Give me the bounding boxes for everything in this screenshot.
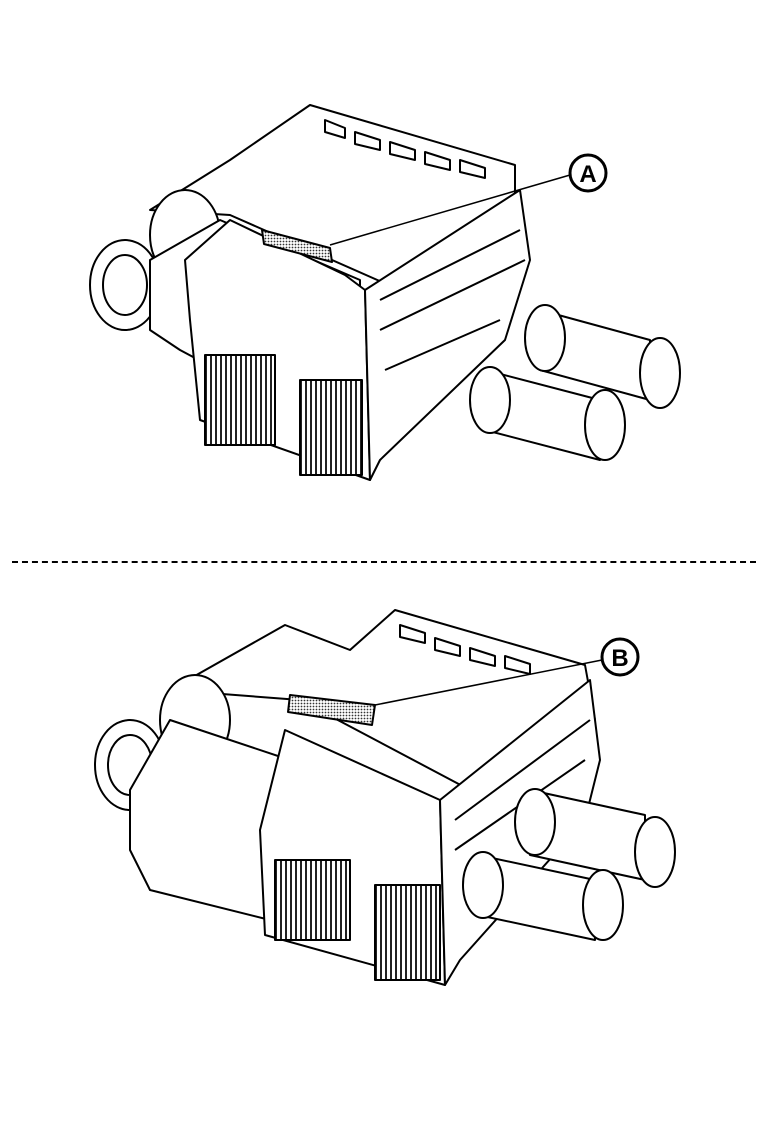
callout-b-label: B: [611, 645, 628, 672]
callout-a-label: A: [579, 161, 596, 188]
connector-figure-top: A: [0, 80, 768, 520]
connector-figure-bottom: B: [0, 590, 768, 1050]
connector-illustration-a: A: [89, 104, 681, 481]
section-divider: [12, 561, 756, 563]
connector-illustration-b: B: [94, 609, 676, 986]
